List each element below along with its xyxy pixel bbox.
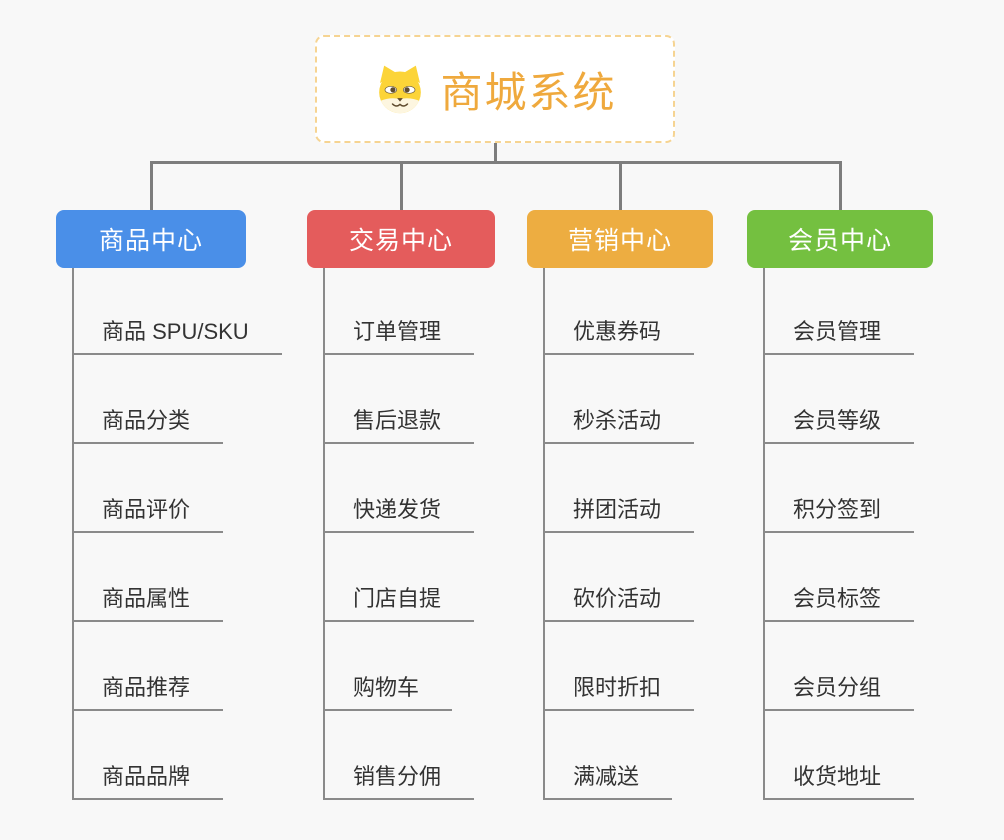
leaf-node[interactable]: 满减送 (543, 711, 673, 800)
leaf-node[interactable]: 拼团活动 (543, 444, 695, 533)
leaf-label: 会员等级 (793, 408, 882, 433)
branch-trunk-line (543, 268, 545, 800)
leaf-label: 会员管理 (793, 319, 882, 344)
leaf-label: 砍价活动 (573, 586, 662, 611)
connector-line (838, 161, 842, 210)
leaf-node[interactable]: 购物车 (323, 622, 453, 711)
connector-line (399, 161, 403, 210)
leaf-label: 商品分类 (102, 408, 191, 433)
connector-line (618, 161, 622, 210)
leaf-node[interactable]: 商品推荐 (72, 622, 224, 711)
leaf-node[interactable]: 收货地址 (763, 711, 915, 800)
leaf-node[interactable]: 订单管理 (323, 266, 475, 355)
connector-line (149, 161, 842, 164)
leaf-list-member-center: 会员管理会员等级积分签到会员标签会员分组收货地址 (763, 266, 915, 800)
leaf-label: 快递发货 (353, 497, 442, 522)
leaf-label: 积分签到 (793, 497, 882, 522)
leaf-label: 秒杀活动 (573, 408, 662, 433)
leaf-label: 限时折扣 (573, 675, 662, 700)
root-node[interactable]: 商城系统 (315, 35, 675, 143)
leaf-node[interactable]: 销售分佣 (323, 711, 475, 800)
leaf-node[interactable]: 商品评价 (72, 444, 224, 533)
leaf-label: 门店自提 (353, 586, 442, 611)
branch-node-trade-center[interactable]: 交易中心 (307, 210, 495, 268)
leaf-label: 拼团活动 (573, 497, 662, 522)
leaf-node[interactable]: 快递发货 (323, 444, 475, 533)
branch-trunk-line (323, 268, 325, 800)
leaf-label: 商品推荐 (102, 675, 191, 700)
branch-label: 交易中心 (348, 227, 453, 255)
branch-trunk-line (72, 268, 74, 800)
branch-label: 商品中心 (98, 227, 203, 255)
leaf-label: 商品 SPU/SKU (102, 319, 249, 344)
leaf-node[interactable]: 会员管理 (763, 266, 915, 355)
leaf-node[interactable]: 限时折扣 (543, 622, 695, 711)
branch-node-product-center[interactable]: 商品中心 (56, 210, 246, 268)
leaf-node[interactable]: 会员标签 (763, 533, 915, 622)
leaf-label: 满减送 (573, 764, 640, 789)
leaf-node[interactable]: 积分签到 (763, 444, 915, 533)
leaf-list-marketing-center: 优惠券码秒杀活动拼团活动砍价活动限时折扣满减送 (543, 266, 695, 800)
connector-line (149, 161, 153, 210)
leaf-node[interactable]: 门店自提 (323, 533, 475, 622)
branch-label: 营销中心 (567, 227, 672, 255)
leaf-node[interactable]: 商品品牌 (72, 711, 224, 800)
connector-line (493, 143, 497, 164)
leaf-label: 会员分组 (793, 675, 882, 700)
branch-label: 会员中心 (787, 227, 892, 255)
leaf-label: 商品品牌 (102, 764, 191, 789)
leaf-label: 会员标签 (793, 586, 882, 611)
leaf-label: 商品属性 (102, 586, 191, 611)
branch-node-member-center[interactable]: 会员中心 (747, 210, 933, 268)
leaf-label: 收货地址 (793, 764, 882, 789)
leaf-node[interactable]: 商品 SPU/SKU (72, 266, 282, 355)
leaf-node[interactable]: 会员分组 (763, 622, 915, 711)
leaf-node[interactable]: 秒杀活动 (543, 355, 695, 444)
leaf-label: 售后退款 (353, 408, 442, 433)
shiba-dog-icon (379, 65, 422, 114)
root-title: 商城系统 (440, 68, 617, 116)
leaf-label: 销售分佣 (353, 764, 442, 789)
leaf-label: 优惠券码 (573, 319, 662, 344)
leaf-node[interactable]: 售后退款 (323, 355, 475, 444)
leaf-label: 订单管理 (353, 319, 442, 344)
leaf-list-trade-center: 订单管理售后退款快递发货门店自提购物车销售分佣 (323, 266, 475, 800)
leaf-node[interactable]: 砍价活动 (543, 533, 695, 622)
leaf-node[interactable]: 商品属性 (72, 533, 224, 622)
leaf-label: 购物车 (353, 675, 420, 700)
leaf-node[interactable]: 会员等级 (763, 355, 915, 444)
leaf-list-product-center: 商品 SPU/SKU 商品分类商品评价商品属性商品推荐商品品牌 (72, 266, 282, 800)
branch-node-marketing-center[interactable]: 营销中心 (527, 210, 713, 268)
branch-trunk-line (763, 268, 765, 800)
leaf-label: 商品评价 (102, 497, 191, 522)
leaf-node[interactable]: 优惠券码 (543, 266, 695, 355)
leaf-node[interactable]: 商品分类 (72, 355, 224, 444)
